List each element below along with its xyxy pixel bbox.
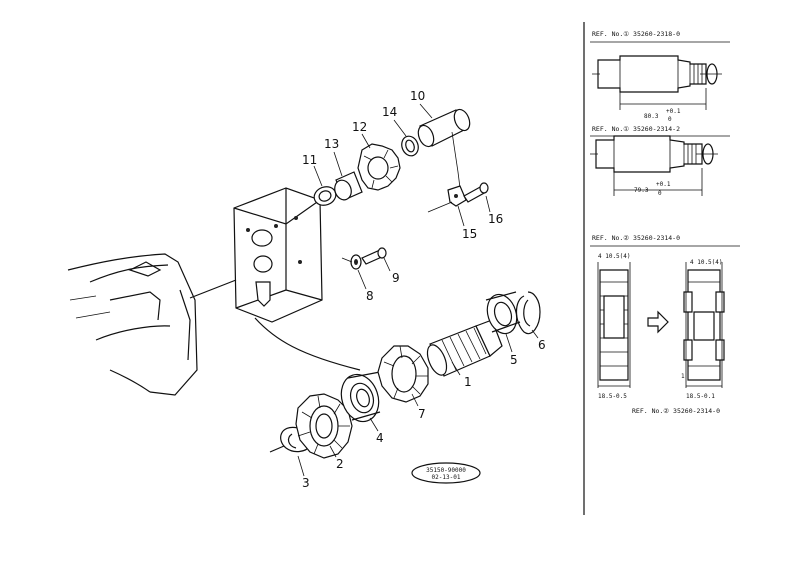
label-11: 11	[302, 153, 317, 167]
gear-case-housing	[189, 187, 323, 323]
part-15-plate	[447, 185, 467, 207]
ref-panel-3: REF. No.② 35260-2314-0 4 10.5(4) 4 10.5(…	[590, 234, 740, 415]
ref2-tol-top: +0.1	[656, 181, 671, 188]
stamp-line-1: 35150-90000	[426, 467, 466, 474]
part-1-shaft	[426, 319, 503, 377]
part-4-bearing	[340, 371, 381, 423]
label-2: 2	[336, 457, 344, 471]
ref2-tol-bot: 0	[658, 190, 662, 197]
part-12-gear	[357, 143, 401, 191]
label-3: 3	[302, 476, 310, 490]
ref3-bottom-label: REF. No.② 35260-2314-0	[632, 407, 720, 415]
part-8-washer	[350, 254, 362, 270]
ref2-label: REF. No.① 35260-2314-2	[592, 125, 680, 133]
ref3-right-bottom: 18.5-0.1	[686, 393, 715, 400]
leader-15-16	[427, 201, 453, 213]
leader-8	[341, 257, 353, 263]
leader-10	[451, 131, 461, 189]
ref1-label: REF. No.① 35260-2318-0	[592, 30, 680, 38]
part-16-bolt	[463, 182, 489, 203]
tractor-body-outline	[67, 253, 198, 396]
part-10-shaft	[417, 108, 471, 148]
ref1-dim: 80.3	[644, 113, 659, 120]
label-16: 16	[488, 212, 503, 226]
ref2-dim: 79.3	[634, 187, 649, 194]
label-13: 13	[324, 137, 339, 151]
ref3-arrow-icon	[647, 310, 669, 334]
ref3-right-top: 4 10.5(4)	[690, 259, 723, 266]
ref3-left-top: 4 10.5(4)	[598, 253, 631, 260]
label-14: 14	[382, 105, 397, 119]
part-7-gear	[377, 345, 429, 403]
stamp-line-2: 02-13-01	[432, 474, 461, 481]
ref3-right-gear	[683, 262, 725, 388]
label-15: 15	[462, 227, 477, 241]
ref3-left-gear	[597, 262, 631, 388]
part-13-bushing	[334, 171, 363, 201]
part-labels: 1 2 3 4 5 6 7 8 9 10 11 12 13 14 15 16	[297, 89, 546, 490]
part-2-gear	[295, 393, 353, 459]
label-4: 4	[376, 431, 384, 445]
label-5: 5	[510, 353, 518, 367]
drawing-stamp: 35150-90000 02-13-01	[411, 462, 481, 484]
part-9-bolt	[361, 247, 387, 265]
label-8: 8	[366, 289, 374, 303]
part-14-ring	[401, 135, 419, 157]
label-6: 6	[538, 338, 546, 352]
ref-panel-2: REF. No.① 35260-2314-2 79.3 +0.1 0	[590, 125, 730, 197]
label-12: 12	[352, 120, 367, 134]
assembly-leader-curve	[254, 317, 361, 371]
label-10: 10	[410, 89, 425, 103]
ref3-marker: 1	[681, 373, 685, 380]
ref-panel-1: REF. No.① 35260-2318-0 80.3 +0.1 0	[590, 30, 730, 123]
label-9: 9	[392, 271, 400, 285]
ref1-tol-top: +0.1	[666, 108, 681, 115]
part-3-snap-ring	[269, 426, 311, 453]
ref3-left-bottom: 18.5-0.5	[598, 393, 627, 400]
label-1: 1	[464, 375, 472, 389]
ref3-label: REF. No.② 35260-2314-0	[592, 234, 680, 242]
ref1-tol-bot: 0	[668, 116, 672, 123]
part-5-bearing	[485, 291, 521, 335]
part-6-snap-ring	[515, 291, 541, 335]
label-7: 7	[418, 407, 426, 421]
